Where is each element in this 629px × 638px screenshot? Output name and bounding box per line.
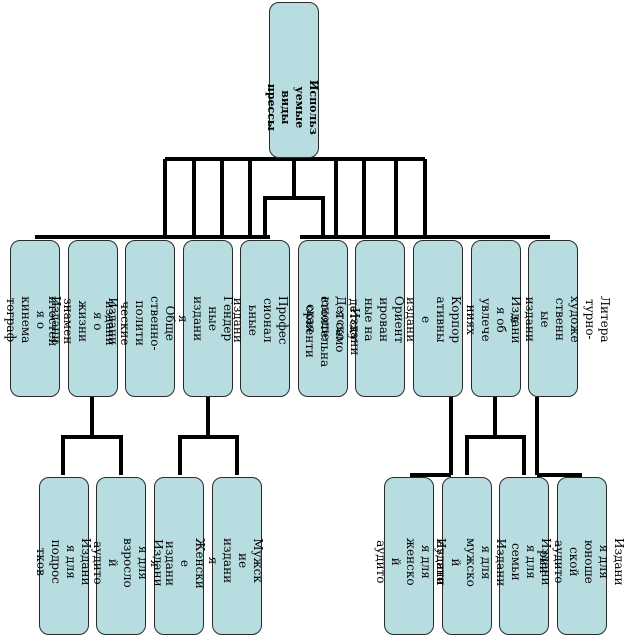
node-family <box>499 477 549 635</box>
node-professional <box>240 240 290 397</box>
node-child-oriented <box>355 240 405 397</box>
node-teen <box>39 477 89 635</box>
node-corporate <box>413 240 463 397</box>
node-adult <box>96 477 146 635</box>
connector-gender-bracket <box>178 435 239 475</box>
node-cinema <box>10 240 60 397</box>
node-social-political <box>125 240 175 397</box>
node-hobby <box>471 240 521 397</box>
node-root <box>269 2 319 158</box>
node-youth <box>298 240 348 397</box>
connector-middle-bracket <box>263 196 325 237</box>
connector-hobby-bracket <box>465 435 526 475</box>
node-for-female <box>384 477 434 635</box>
node-youthful <box>557 477 607 635</box>
connector-stars-bracket <box>61 435 123 475</box>
node-stars <box>68 240 118 397</box>
node-gender <box>183 240 233 397</box>
node-for-male <box>442 477 492 635</box>
node-male <box>212 477 262 635</box>
node-literary <box>528 240 578 397</box>
node-female <box>154 477 204 635</box>
